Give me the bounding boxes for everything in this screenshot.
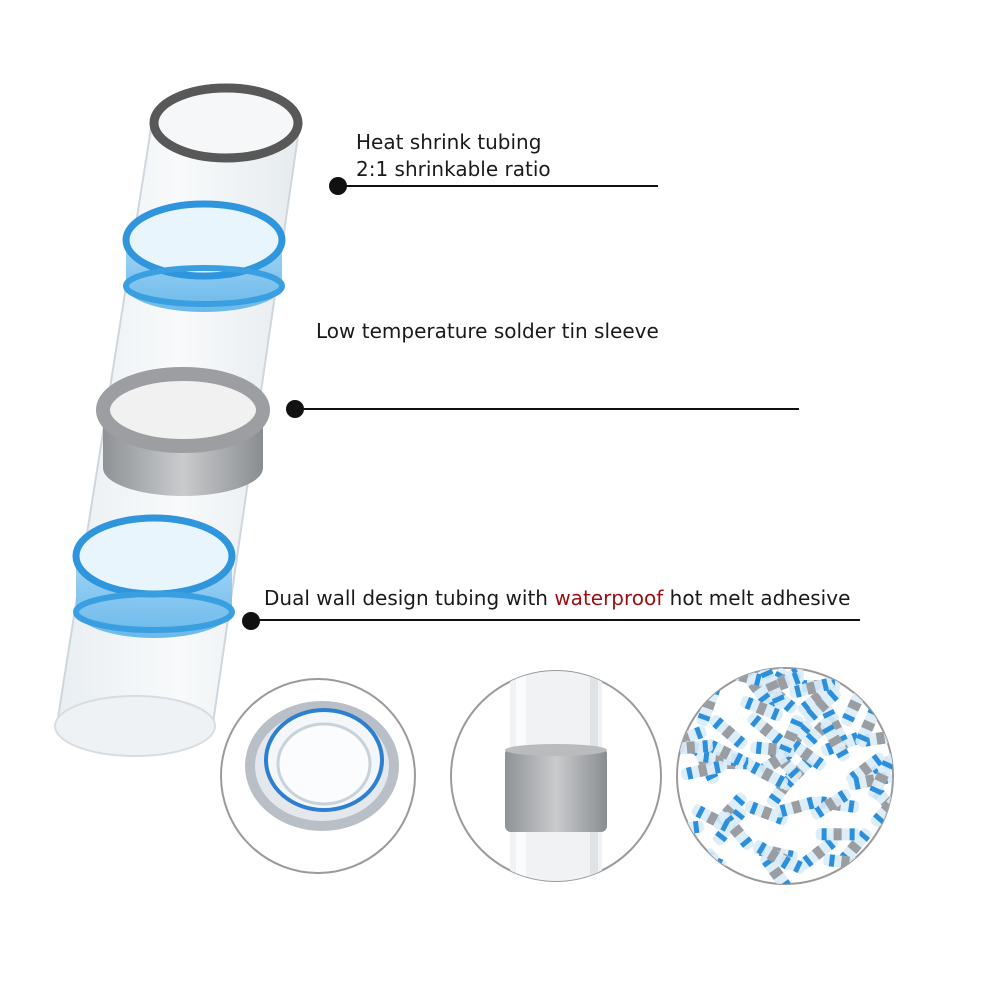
- connector-piece: [709, 714, 748, 750]
- leader-dot-dual-wall: [242, 612, 260, 630]
- connector-piece: [745, 800, 789, 826]
- connector-piece: [820, 720, 850, 762]
- callout-heat-shrink-line1: Heat shrink tubing: [356, 130, 542, 154]
- connector-piece: [759, 668, 786, 708]
- blue-ring-lower: [72, 514, 236, 638]
- connector-piece: [740, 696, 784, 722]
- callout-dual-wall-after: hot melt adhesive: [663, 586, 851, 610]
- blue-ring-upper: [122, 200, 286, 312]
- connector-piece: [789, 677, 834, 699]
- leader-line-dual-wall: [251, 619, 860, 621]
- callout-dual-wall: Dual wall design tubing with waterproof …: [264, 584, 850, 612]
- connector-piece: [799, 835, 839, 870]
- solder-band-closeup-photo: [450, 670, 662, 882]
- connector-piece: [777, 714, 804, 758]
- connector-piece: [677, 845, 704, 884]
- leader-line-heat-shrink: [338, 185, 658, 187]
- connector-piece: [677, 848, 717, 881]
- connector-piece: [677, 668, 720, 683]
- tube-top-ring: [149, 83, 303, 163]
- ring-end-view-photo: [220, 678, 416, 874]
- connector-piece: [774, 796, 819, 818]
- solder-sleeve-ring: [96, 367, 270, 496]
- connector-piece: [815, 828, 860, 841]
- connector-piece: [866, 845, 893, 884]
- connector-piece: [746, 760, 789, 789]
- connector-piece: [786, 738, 827, 771]
- connector-piece: [810, 788, 851, 820]
- connector-piece: [680, 760, 725, 781]
- leader-line-solder-sleeve: [295, 408, 799, 410]
- connector-piece: [803, 687, 841, 723]
- bulk-connectors-photo: [676, 667, 894, 885]
- callout-dual-wall-before: Dual wall design tubing with: [264, 586, 555, 610]
- connector-piece: [691, 804, 734, 833]
- connector-piece: [747, 712, 786, 747]
- callout-dual-wall-highlight: waterproof: [554, 586, 664, 610]
- connector-piece: [868, 756, 893, 800]
- callout-solder-sleeve: Low temperature solder tin sleeve: [316, 319, 659, 343]
- callout-heat-shrink-line2: 2:1 shrinkable ratio: [356, 157, 551, 181]
- connector-piece: [752, 840, 794, 871]
